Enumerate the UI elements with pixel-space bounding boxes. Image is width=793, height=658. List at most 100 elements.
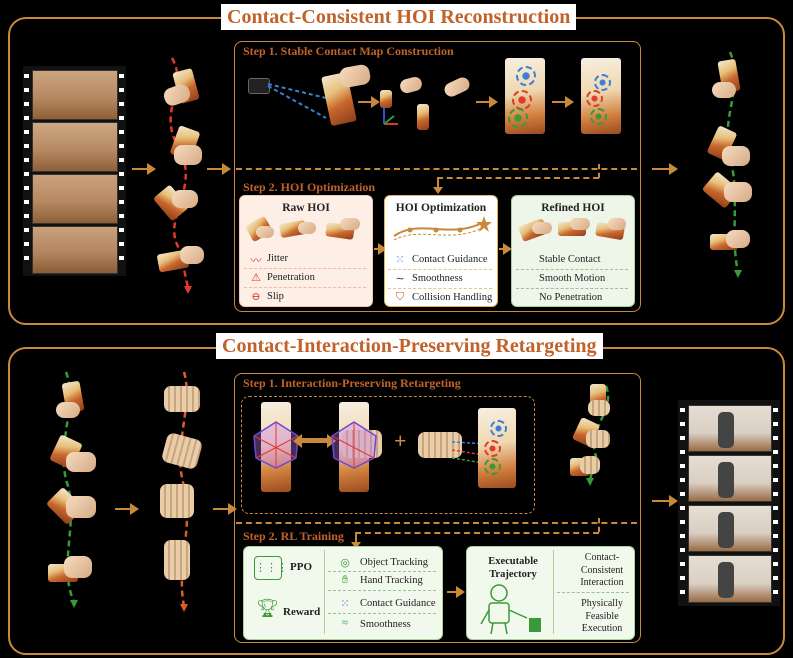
raw-issue-slip: Slip	[267, 291, 284, 302]
bidirectional-arrow	[299, 438, 327, 443]
raw-hoi-card: Raw HOI	[239, 195, 373, 307]
connector-arrowhead	[433, 187, 443, 194]
video-frame	[32, 174, 118, 224]
robot-icon	[480, 584, 541, 635]
retargeted-trajectory-path	[586, 385, 610, 486]
humanoid-robot	[718, 412, 734, 448]
section-retargeting-title: Contact-Interaction-Preserving Retargeti…	[216, 333, 603, 359]
video-frame	[32, 226, 118, 274]
executable-trajectory-card	[466, 546, 635, 640]
optimization-curve	[393, 216, 492, 241]
robot-hand	[588, 400, 610, 416]
hand-mesh	[256, 226, 274, 238]
hand-mesh	[172, 190, 198, 208]
opt-contact-guidance: Contact Guidance	[412, 254, 488, 265]
carton-object	[380, 90, 392, 108]
check-circle-icon: ✓⃝	[559, 596, 577, 608]
opt-collision-handling: Collision Handling	[412, 292, 493, 303]
interaction-mesh-box	[241, 396, 535, 514]
target-icon: ◎	[340, 557, 350, 569]
ppo-label: PPO	[290, 561, 312, 573]
hand-mesh	[56, 402, 80, 418]
divider	[557, 592, 629, 593]
contact-point-green	[590, 108, 607, 125]
minus-circle-icon: ⊖	[251, 291, 261, 303]
hoi-optimization-title: HOI Optimization	[395, 202, 487, 214]
step1-contact-map-label: Step 1. Stable Contact Map Construction	[243, 44, 454, 58]
dots-icon: ⁙	[395, 254, 405, 266]
hand-mesh	[64, 556, 92, 578]
robot-hand	[164, 386, 200, 412]
robot-hand	[418, 432, 462, 458]
wave-icon: ≈	[341, 617, 349, 629]
interaction-mesh-robot	[331, 421, 377, 469]
feedback-connector	[598, 164, 600, 178]
coordinate-axes-icon	[383, 108, 398, 125]
contact-point-blue	[490, 420, 507, 437]
divider	[388, 269, 492, 270]
hand-mesh	[712, 82, 736, 98]
refined-stable-contact: Stable Contact	[539, 254, 601, 265]
reward-contact-guidance: Contact Guidance	[360, 598, 436, 609]
hand-mesh	[298, 222, 316, 234]
flow-arrow	[207, 163, 231, 175]
robot-hand	[160, 484, 194, 518]
contact-point-red	[484, 440, 501, 457]
opt-smoothness: Smoothness	[412, 273, 463, 284]
hand-mesh	[180, 246, 204, 264]
refined-smooth-motion: Smooth Motion	[539, 273, 606, 284]
contact-point-red	[512, 90, 532, 110]
divider	[516, 269, 628, 270]
divider	[328, 613, 436, 614]
warning-triangle-icon: ⚠	[251, 272, 261, 284]
hand-mesh	[726, 230, 750, 248]
step2-optimization-label: Step 2. HOI Optimization	[243, 180, 376, 194]
check-circle-icon: ✓⃝	[559, 552, 577, 564]
flow-arrow	[213, 503, 237, 515]
feedback-connector	[355, 532, 357, 542]
hand-mesh	[722, 146, 750, 166]
video-frame	[32, 122, 118, 172]
robot-hand	[164, 540, 190, 580]
exec-physically-feasible: Physically Feasible Execution	[581, 598, 623, 634]
check-circle-icon: ✓⃝	[521, 253, 539, 265]
feedback-connector	[598, 518, 600, 532]
hand-mesh	[340, 218, 360, 230]
reward-label: Reward	[283, 606, 321, 618]
check-circle-icon: ✓⃝	[521, 291, 539, 303]
contact-point-green	[484, 458, 501, 475]
output-video-filmstrip	[678, 400, 780, 606]
step1-retargeting-box	[234, 373, 641, 643]
hand-mesh	[174, 145, 202, 165]
rl-divider	[324, 550, 325, 634]
raw-issue-jitter: Jitter	[267, 253, 288, 264]
plus-sign: +	[394, 428, 407, 453]
contact-point-blue	[516, 66, 536, 86]
reward-smoothness: Smoothness	[360, 619, 411, 630]
contact-point-green	[508, 108, 528, 128]
camera-rays	[267, 83, 327, 119]
hand-icon: ✋︎	[341, 574, 349, 586]
robot-hand	[580, 456, 600, 474]
exec-divider	[553, 550, 554, 634]
flow-arrow	[115, 503, 139, 515]
raw-hoi-title: Raw HOI	[282, 202, 330, 214]
dots-icon: ⁙	[340, 598, 350, 610]
hand-mesh	[724, 182, 752, 202]
flow-arrow	[552, 96, 574, 108]
flow-arrow	[476, 96, 498, 108]
humanoid-robot	[718, 512, 734, 548]
wave-icon: ∼	[395, 273, 405, 285]
divider	[328, 571, 436, 572]
reward-object-tracking: Object Tracking	[360, 557, 428, 568]
divider	[328, 590, 436, 591]
rl-training-card	[243, 546, 443, 640]
carton-object	[417, 104, 429, 130]
flow-arrow	[652, 495, 678, 507]
feedback-connector	[437, 177, 439, 187]
divider	[244, 268, 366, 269]
divider	[516, 288, 628, 289]
hand-mesh	[532, 222, 552, 234]
step-divider-dashed	[236, 168, 637, 170]
bidirectional-arrow-left	[293, 434, 302, 448]
